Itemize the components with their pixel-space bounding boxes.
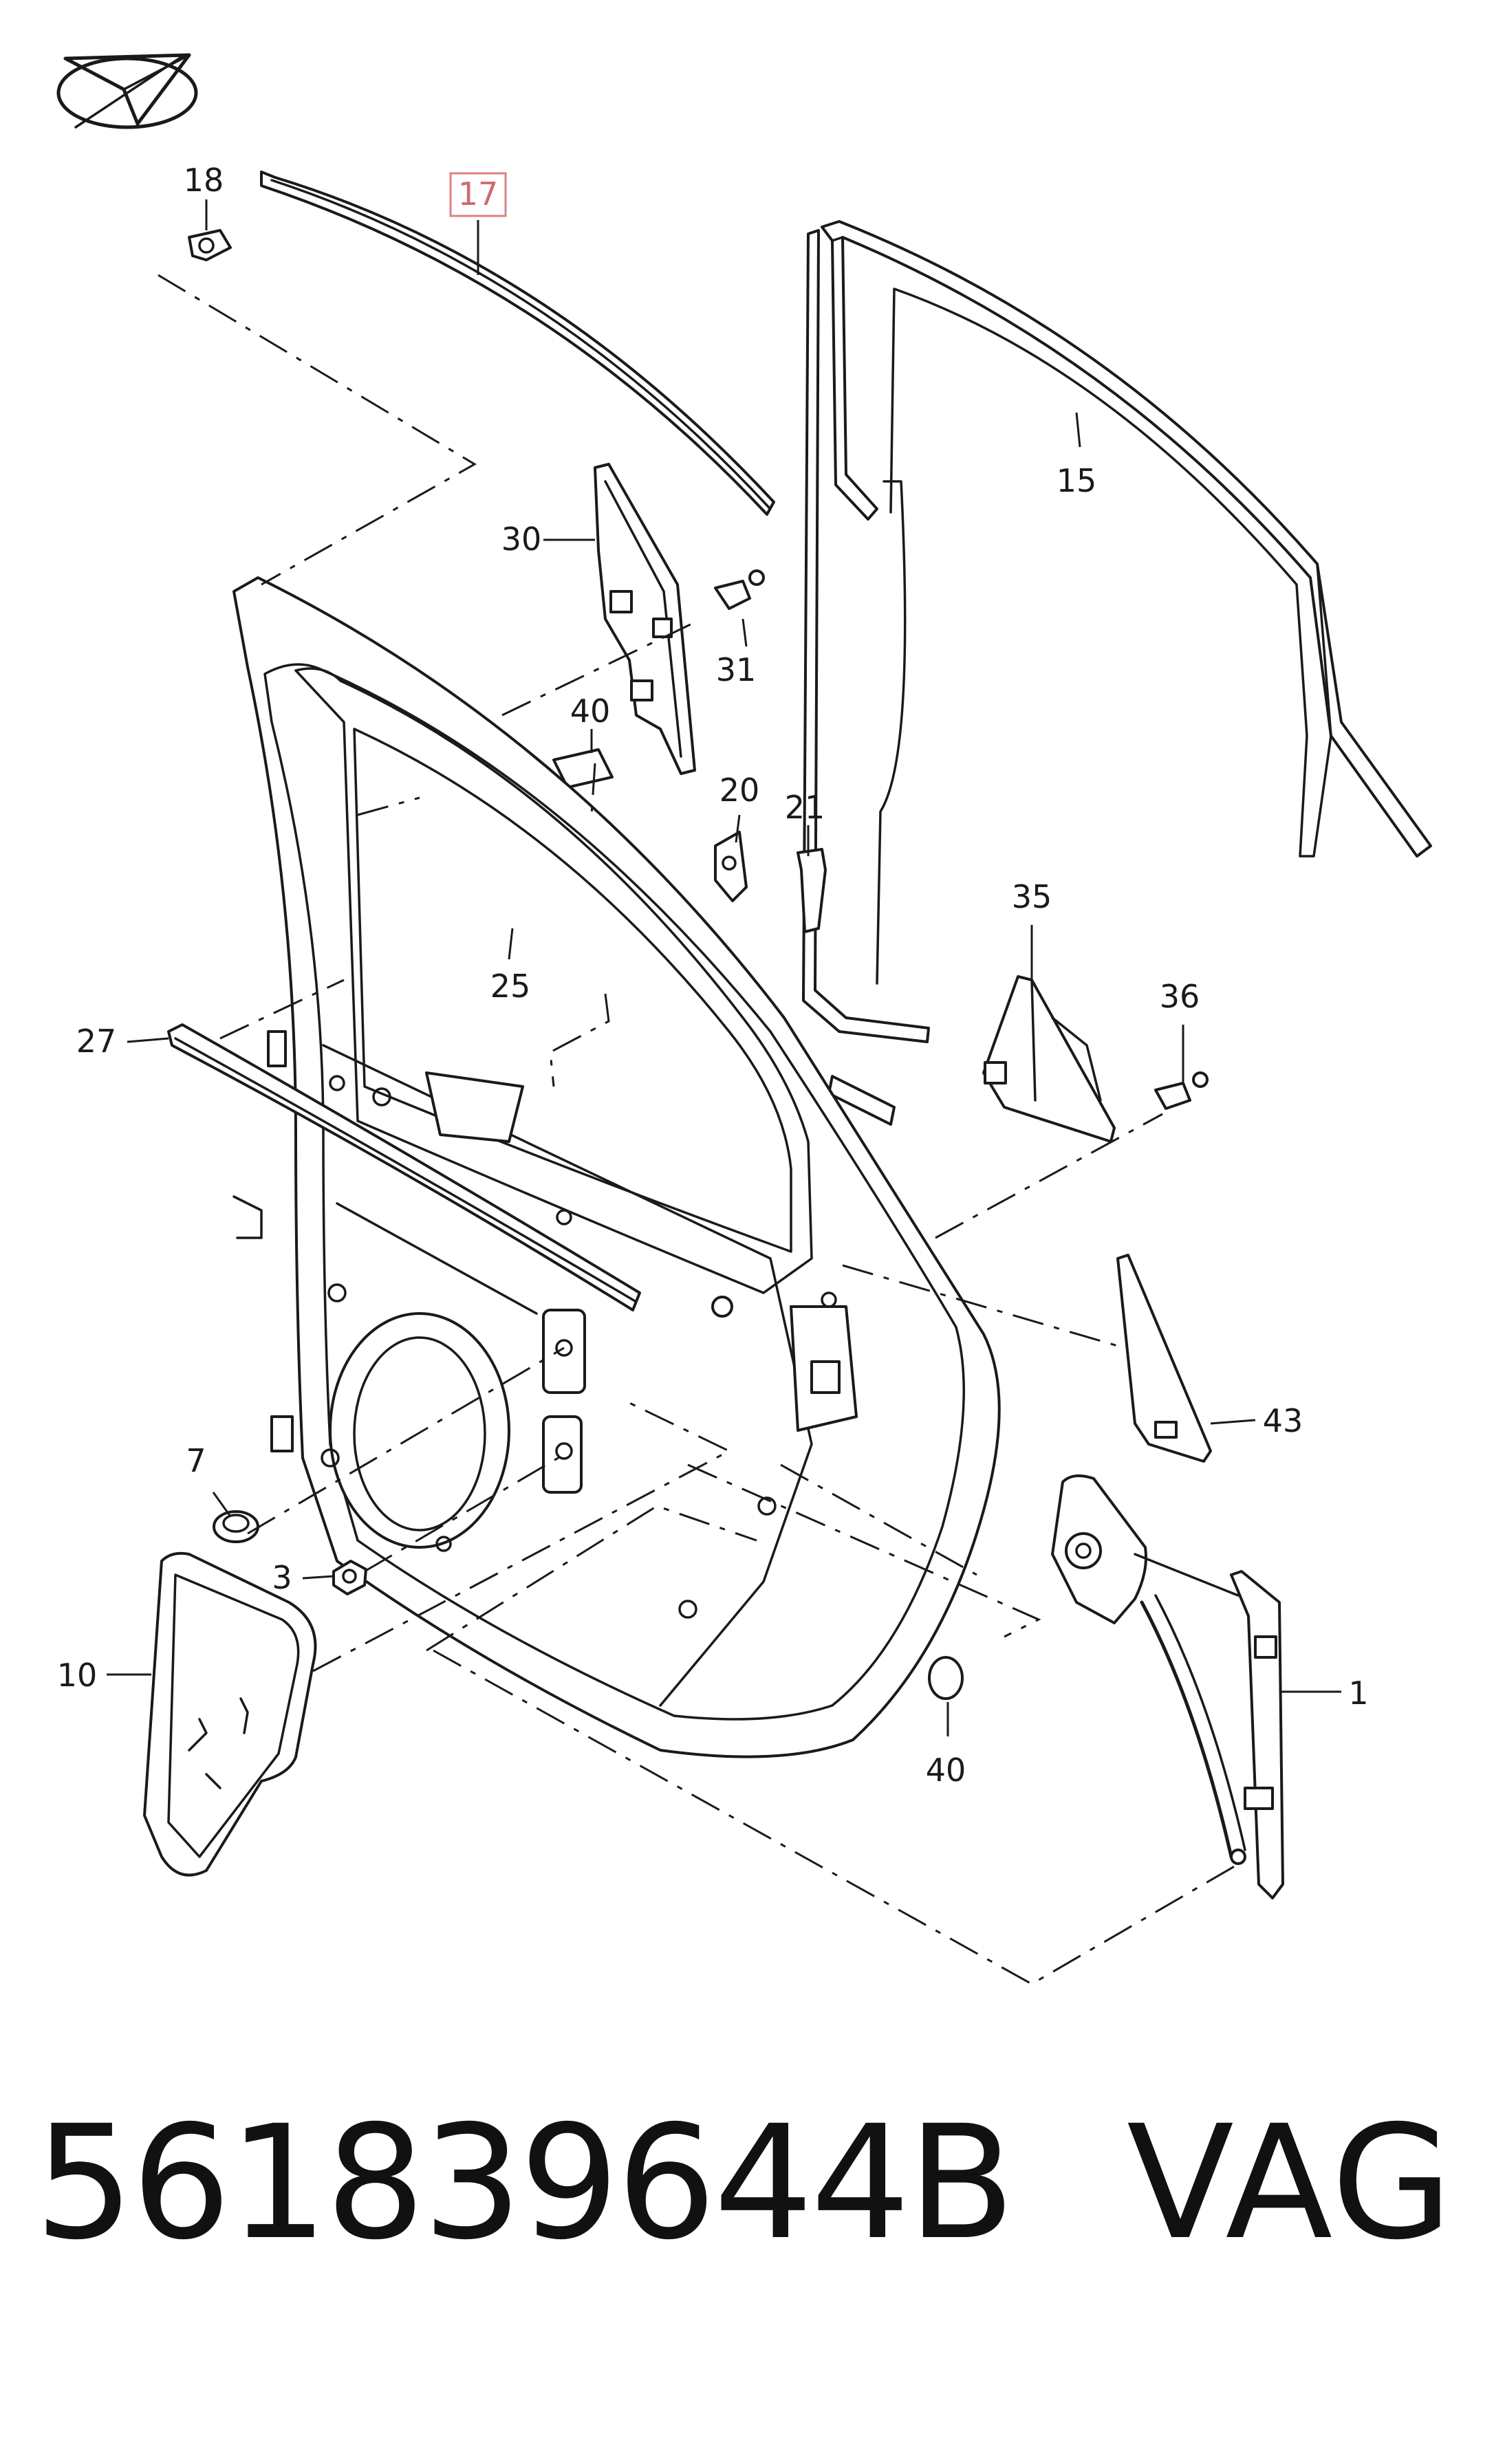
part-18-clip: [188, 229, 232, 261]
part-15-frame-seal: [802, 220, 1432, 1043]
paper-plane-circle-icon: [56, 53, 198, 129]
label-21: 21: [785, 789, 825, 826]
label-40-lower: 40: [926, 1752, 966, 1789]
part-labels: 18 17 15 30 31 40 20 21 25 27 35 36 43 7…: [57, 162, 1369, 1789]
label-35: 35: [1012, 878, 1052, 915]
part-31-bolt: [714, 569, 765, 610]
label-31: 31: [716, 651, 757, 688]
highlight-box-17: [449, 172, 507, 217]
label-3: 3: [272, 1559, 292, 1596]
brand-caption: VAG: [1127, 2091, 1455, 2274]
part-40-plug-lower: [928, 1656, 964, 1700]
label-36: 36: [1160, 978, 1200, 1015]
label-7: 7: [186, 1442, 206, 1479]
part-17-window-channel-strip: [260, 171, 775, 516]
label-1: 1: [1348, 1675, 1368, 1712]
label-27: 27: [76, 1023, 117, 1060]
part-10-seal: [143, 1551, 317, 1877]
part-3-nut: [332, 1560, 367, 1595]
label-25: 25: [490, 968, 531, 1005]
door-panel: [232, 576, 1001, 1758]
label-15: 15: [1057, 462, 1097, 499]
label-10: 10: [57, 1657, 98, 1694]
part-30-guide-rail: [594, 463, 696, 775]
leader-lines: [107, 199, 1341, 1736]
part-36-bolt: [1154, 1071, 1209, 1110]
label-20: 20: [719, 772, 760, 809]
part-1-window-regulator: [1051, 1474, 1284, 1899]
part-35-corner-trim: [982, 975, 1116, 1143]
part-43-quarter-glass: [1116, 1254, 1212, 1463]
label-40-upper: 40: [570, 693, 611, 730]
label-17: 17: [458, 175, 499, 212]
label-43: 43: [1263, 1402, 1303, 1439]
part-number-caption: 561839644B: [34, 2091, 1015, 2274]
label-18: 18: [184, 162, 224, 199]
label-30: 30: [501, 521, 542, 558]
part-40-pad-upper: [552, 748, 614, 789]
part-7-grommet: [213, 1510, 259, 1543]
part-20-clip: [714, 831, 748, 902]
assembly-lines: [158, 274, 1246, 1985]
part-27-waist-strip: [167, 1023, 641, 1311]
part-21-pin: [797, 848, 827, 933]
